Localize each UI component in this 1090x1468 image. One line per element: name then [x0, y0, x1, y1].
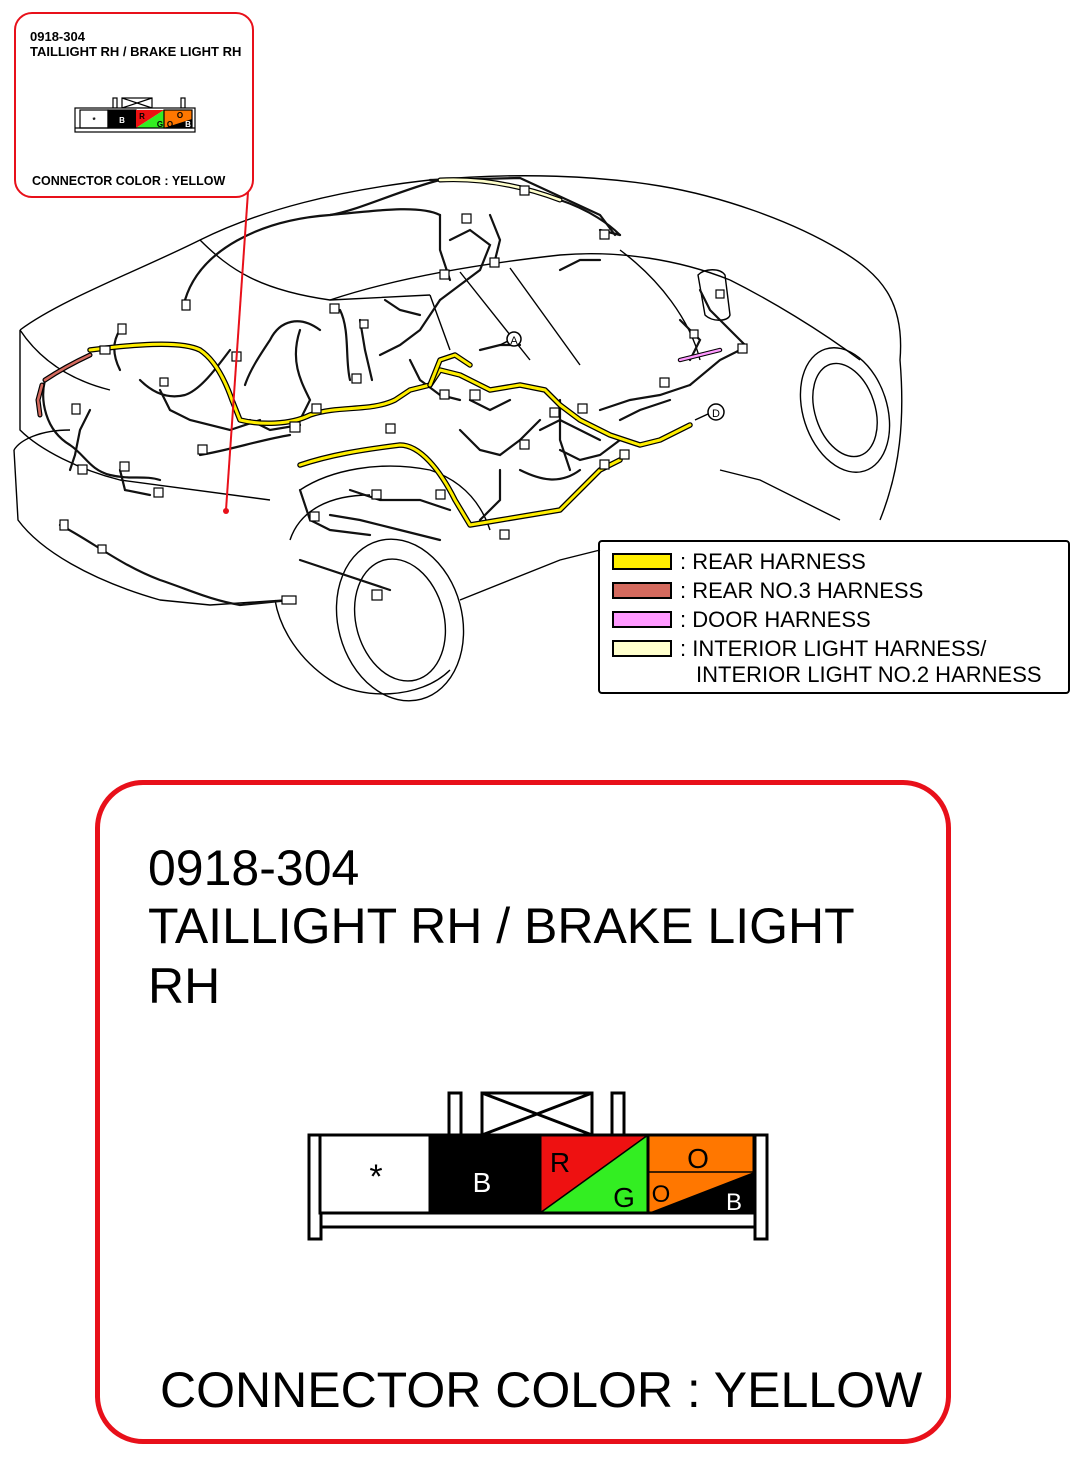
small-connector-pin-labels: * B R G O O B: [92, 111, 191, 129]
pin-4-label-mid: O: [652, 1181, 671, 1208]
connector-code: 0918-304: [148, 840, 360, 896]
interior-light-harness-wires: [437, 177, 563, 203]
rear-harness-wires: [87, 341, 693, 528]
legend-label-rear-no3-harness: : REAR NO.3 HARNESS: [680, 578, 924, 603]
svg-text:O: O: [177, 111, 183, 120]
legend-item-rear-no3-harness: : REAR NO.3 HARNESS: [612, 579, 923, 603]
small-connector-callout: [14, 12, 254, 198]
svg-text:B: B: [119, 116, 125, 125]
car-outline: [13, 175, 903, 702]
small-connector-face: [74, 97, 196, 133]
svg-text:G: G: [157, 120, 163, 129]
marker-a-label: A: [510, 335, 518, 347]
pin-3-label-top: R: [550, 1147, 570, 1178]
pin-2-cavity: [428, 1133, 542, 1215]
large-connector-face: [307, 1091, 769, 1241]
legend-swatch-rear-harness: [612, 553, 672, 570]
legend-label-interior-light-harness: : INTERIOR LIGHT HARNESS/: [680, 636, 987, 661]
marker-d-label: D: [712, 408, 720, 420]
pin-4-label-bottom: B: [726, 1189, 742, 1216]
marker-a: A: [499, 331, 522, 347]
legend-swatch-door-harness: [612, 611, 672, 628]
legend-item-interior-light-harness: : INTERIOR LIGHT HARNESS/: [612, 637, 986, 661]
large-connector-pin-labels: * B R G O O B: [369, 1143, 742, 1216]
svg-text:R: R: [139, 112, 145, 121]
legend-label-rear-harness: : REAR HARNESS: [680, 549, 866, 574]
legend-label-door-harness: : DOOR HARNESS: [680, 607, 871, 632]
svg-text:O: O: [167, 120, 173, 129]
pin-4-cavity-black: [648, 1172, 754, 1213]
small-connector-name: TAILLIGHT RH / BRAKE LIGHT RH: [30, 44, 242, 59]
connector-location-dot: [223, 508, 229, 514]
pin-4-label-top: O: [687, 1143, 709, 1174]
marker-d: D: [694, 403, 725, 421]
harness-legend: : REAR HARNESS : REAR NO.3 HARNESS : DOO…: [598, 540, 1070, 694]
legend-item-rear-harness: : REAR HARNESS: [612, 550, 866, 574]
svg-text:B: B: [185, 120, 191, 129]
svg-text:*: *: [92, 116, 96, 125]
connector-color-label: CONNECTOR COLOR : YELLOW: [160, 1362, 923, 1418]
small-connector-code: 0918-304: [30, 29, 85, 44]
legend-label-interior-light-no2-harness: INTERIOR LIGHT NO.2 HARNESS: [696, 662, 1042, 687]
legend-swatch-interior-light-harness: [612, 640, 672, 657]
pin-2-label: B: [473, 1167, 492, 1198]
door-harness-wires: [677, 347, 723, 363]
callout-leader-line: [225, 191, 249, 511]
wire-connector-markers: [59, 185, 748, 605]
connector-name: TAILLIGHT RH / BRAKE LIGHT RH: [148, 898, 854, 1014]
pin-1-label: *: [369, 1158, 382, 1196]
large-connector-callout: [95, 780, 951, 1444]
legend-item-door-harness: : DOOR HARNESS: [612, 608, 871, 632]
small-connector-color: CONNECTOR COLOR : YELLOW: [32, 174, 226, 188]
rear-no3-harness-wires: [35, 352, 93, 418]
legend-swatch-rear-no3-harness: [612, 582, 672, 599]
pin-3-label-bottom: G: [613, 1182, 635, 1213]
